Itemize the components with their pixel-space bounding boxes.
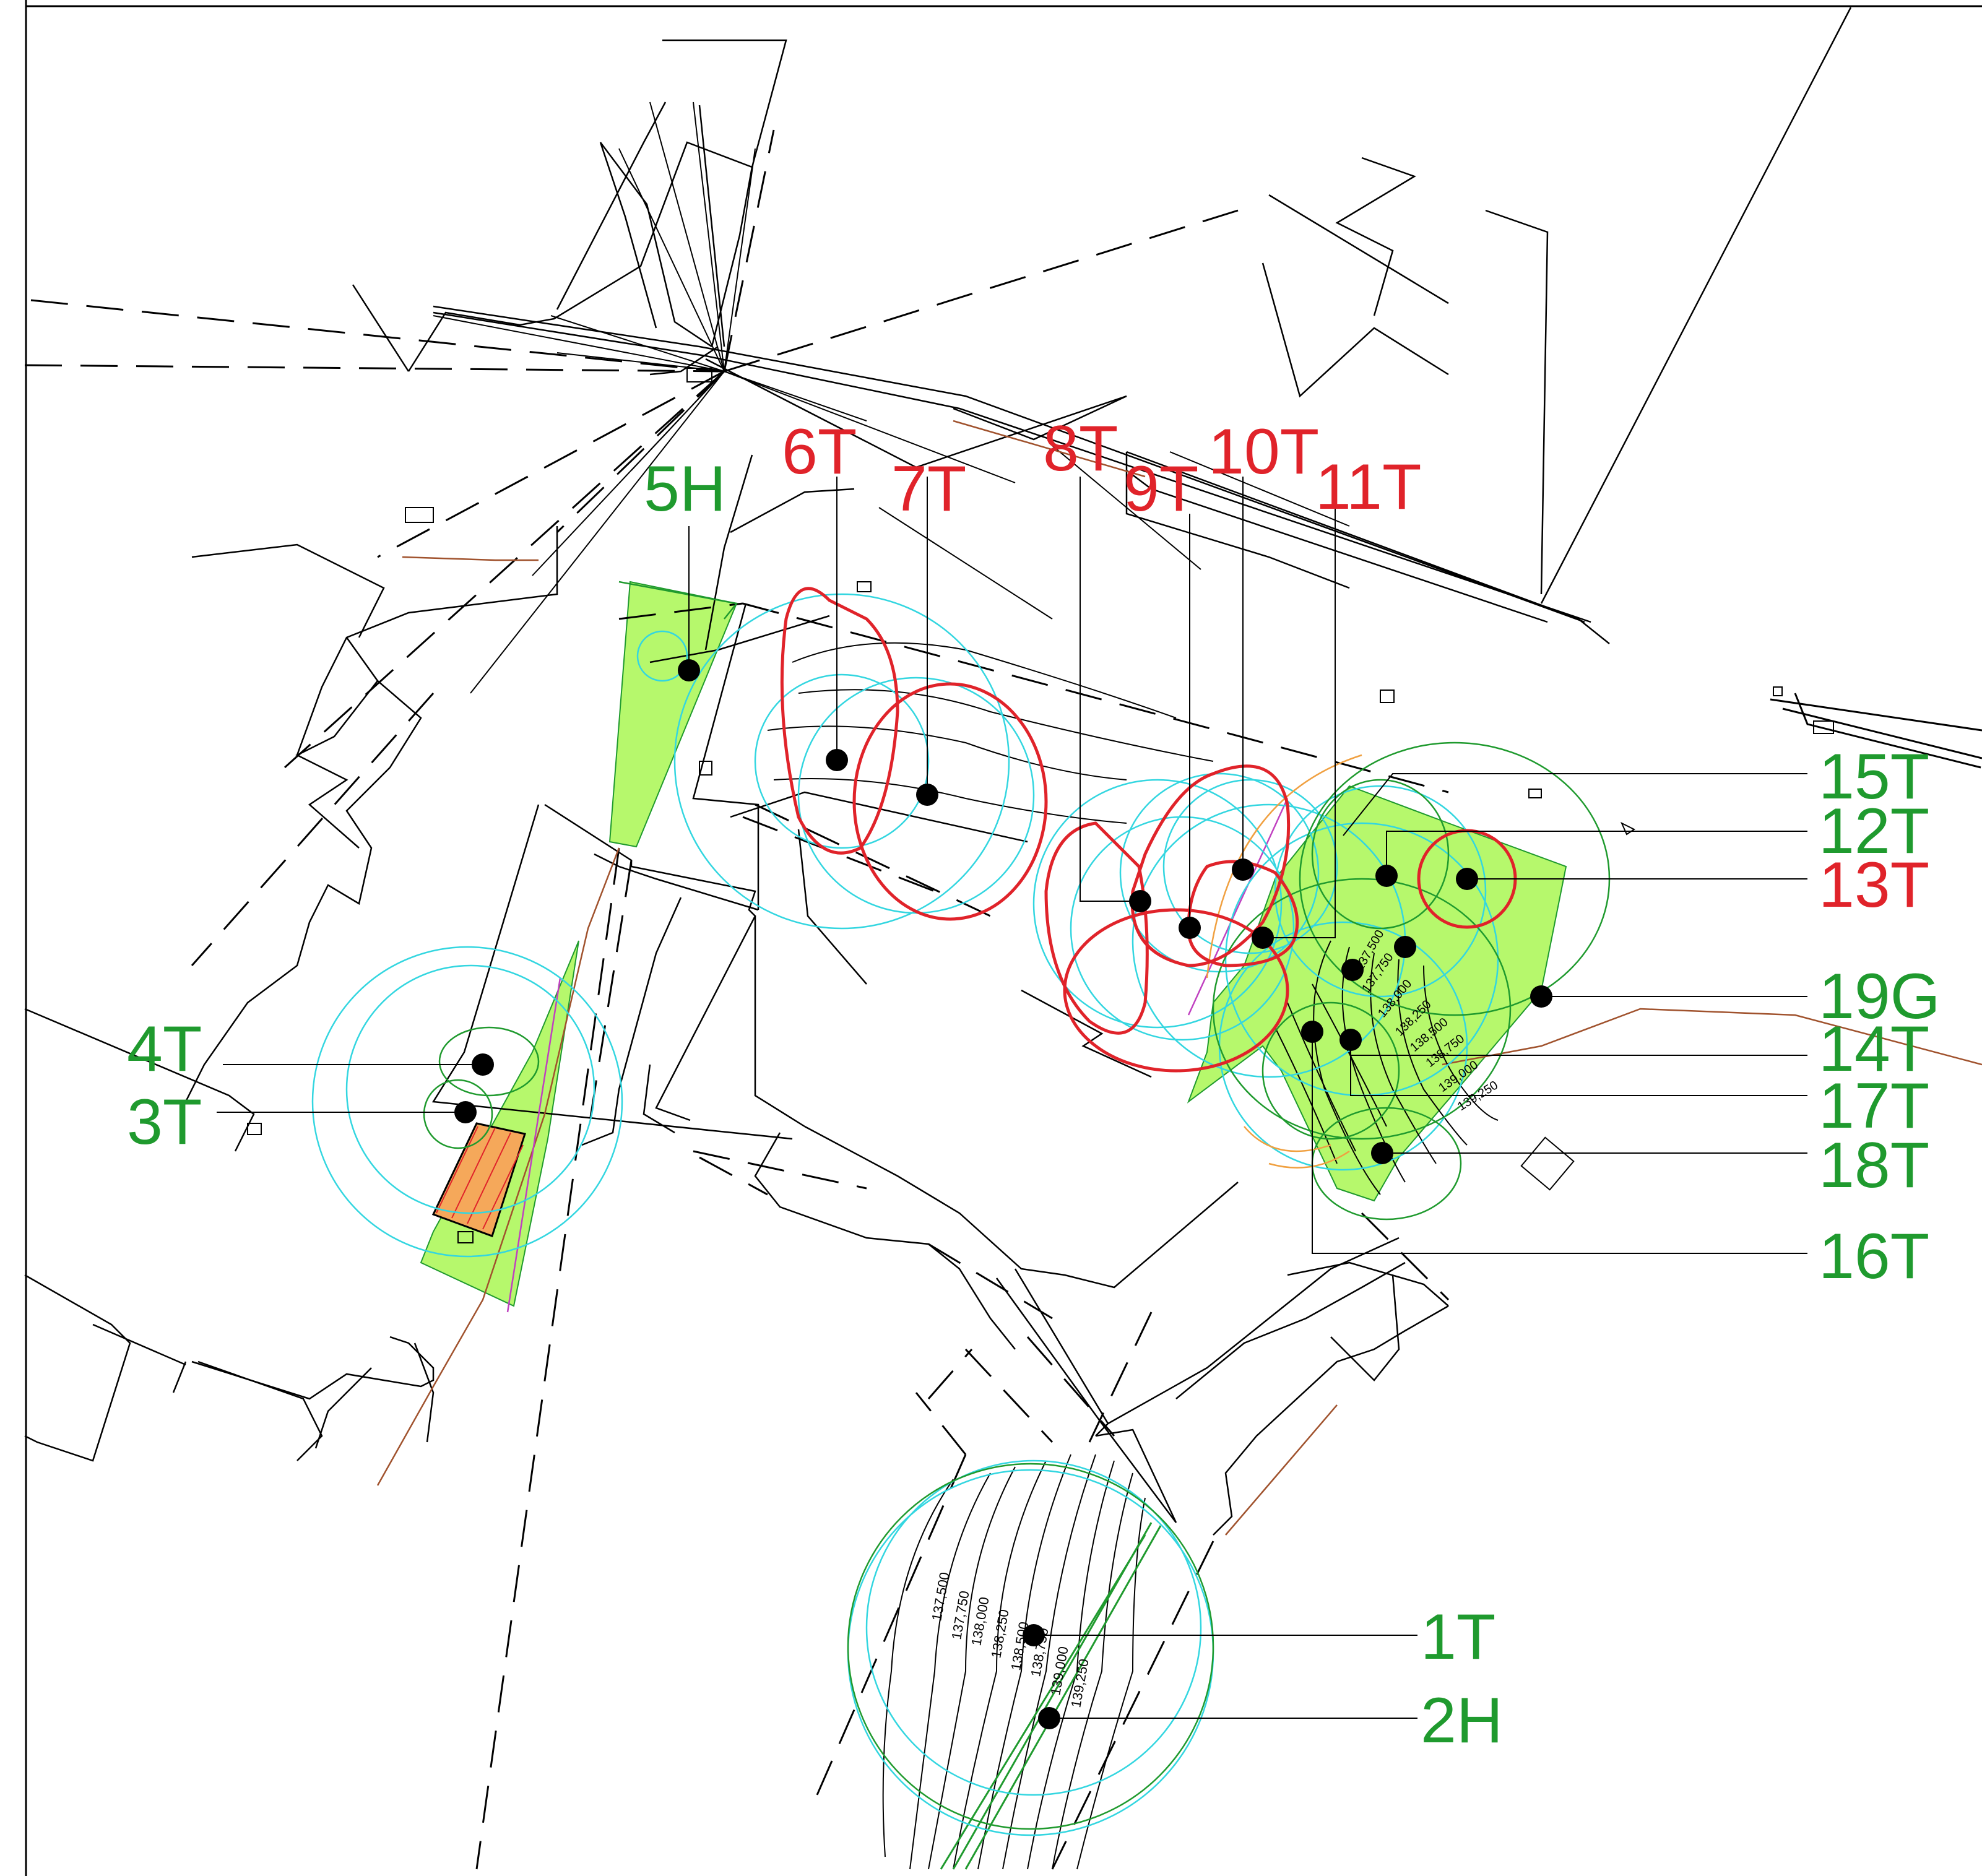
survey-lines [433,102,1350,694]
contour-label: 138,000 [968,1596,992,1647]
orange-arcs [1206,754,1362,1169]
tree-label-14t: 14T [1819,1013,1929,1085]
contour-labels-lower: 137,500 137,750 138,000 138,250 138,500 … [928,1571,1091,1709]
tree-label-10t: 10T [1208,416,1319,488]
tree-marker-10t [1232,858,1254,881]
tree-marker-18t [1371,1142,1393,1164]
tree-marker-6t [826,749,848,771]
fence-lines [506,798,1289,1313]
tree-label-1t: 1T [1421,1601,1495,1673]
tree-label-5h: 5H [644,453,726,525]
tree-marker-16t [1301,1021,1323,1043]
drain-lines [376,420,1982,1536]
tree-label-11t: 11T [1315,451,1422,523]
tree-label-18t: 18T [1819,1130,1929,1201]
contour-label: 138,250 [988,1608,1011,1659]
tree-label-19g: 19G [1819,961,1941,1032]
tree-marker-14t [1339,1029,1362,1051]
tree-marker-5h [678,659,700,681]
site-features [247,368,1834,1243]
tree-marker-11t [1252,927,1274,949]
tree-label-3t: 3T [127,1086,202,1158]
tree-label-7t: 7T [891,453,966,525]
green-kerb-lines [940,1522,1162,1870]
tree-marker-1t [1023,1624,1045,1646]
tree-labels: 1T 2H 3T 4T 5H 6T 7T 8T 9T 10T 11T 12T 1… [127,413,1941,1757]
tree-marker-19g [1530,985,1552,1008]
tree-label-15t: 15T [1819,741,1929,813]
tree-label-12t: 12T [1819,795,1929,867]
tree-label-4t: 4T [127,1013,202,1085]
contour-label: 139,250 [1068,1658,1091,1709]
tree-label-17t: 17T [1819,1070,1929,1142]
contour-lines-upper [767,642,1499,1195]
tree-marker-17t [1341,959,1364,981]
tree-marker-15t [1394,936,1416,958]
tree-label-8t: 8T [1043,413,1118,485]
tree-marker-7t [916,784,938,806]
tree-markers [454,659,1552,1729]
contour-label: 138,500 [1008,1620,1031,1672]
dashed-lines [24,129,1450,1870]
tree-marker-8t [1129,890,1151,912]
contour-label: 137,500 [928,1571,952,1622]
root-protection-areas [311,593,1499,1836]
tree-marker-12t [1375,865,1398,887]
tree-marker-2h [1038,1707,1060,1729]
tree-marker-3t [454,1101,477,1123]
tree-marker-13t [1456,868,1478,890]
road-edges [1770,693,1982,769]
base-linework [24,7,1852,1536]
canopy-outlines [423,581,1611,1830]
tree-label-16t: 16T [1819,1221,1929,1292]
tree-marker-4t [472,1053,494,1076]
tree-label-13t: 13T [1819,849,1929,921]
orange-hatch-lines [436,1126,524,1230]
tree-marker-9t [1179,917,1201,939]
tree-label-9t: 9T [1123,453,1198,525]
leader-lines [217,477,1807,1719]
drawing-frame [25,0,1982,1876]
tree-label-6t: 6T [782,416,857,488]
tree-label-2h: 2H [1421,1685,1503,1757]
